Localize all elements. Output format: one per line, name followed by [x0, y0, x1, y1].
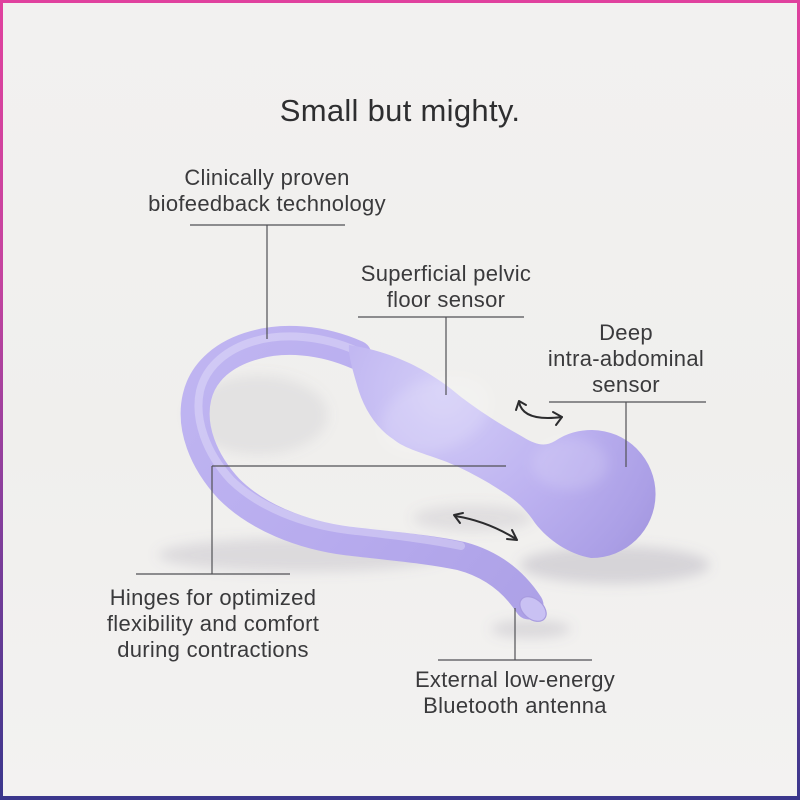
- leader-hinges: [136, 465, 506, 575]
- flex-arrow-upper: [515, 400, 563, 426]
- leader-antenna: [438, 608, 592, 661]
- page-title: Small but mighty.: [279, 93, 521, 128]
- antenna-tip-face: [519, 596, 547, 622]
- leader-deep-sensor: [549, 401, 706, 467]
- product-diagram-canvas: Small but mighty.: [3, 3, 797, 796]
- device-illustration: [136, 224, 710, 661]
- device-body: [348, 345, 656, 559]
- label-deep-sensor: Deep intra-abdominal sensor: [547, 320, 705, 397]
- leader-biofeedback: [190, 224, 345, 339]
- label-superficial-sensor: Superficial pelvic floor sensor: [360, 261, 532, 312]
- leader-superficial-sensor: [358, 316, 524, 395]
- flex-arrows: [453, 400, 563, 541]
- label-antenna: External low-energy Bluetooth antenna: [414, 667, 616, 718]
- device-tail-loop: [180, 325, 547, 622]
- leader-lines: [136, 224, 706, 661]
- label-biofeedback: Clinically proven biofeedback technology: [148, 165, 386, 216]
- label-hinges: Hinges for optimized flexibility and com…: [106, 585, 320, 662]
- flex-arrow-lower: [453, 512, 518, 541]
